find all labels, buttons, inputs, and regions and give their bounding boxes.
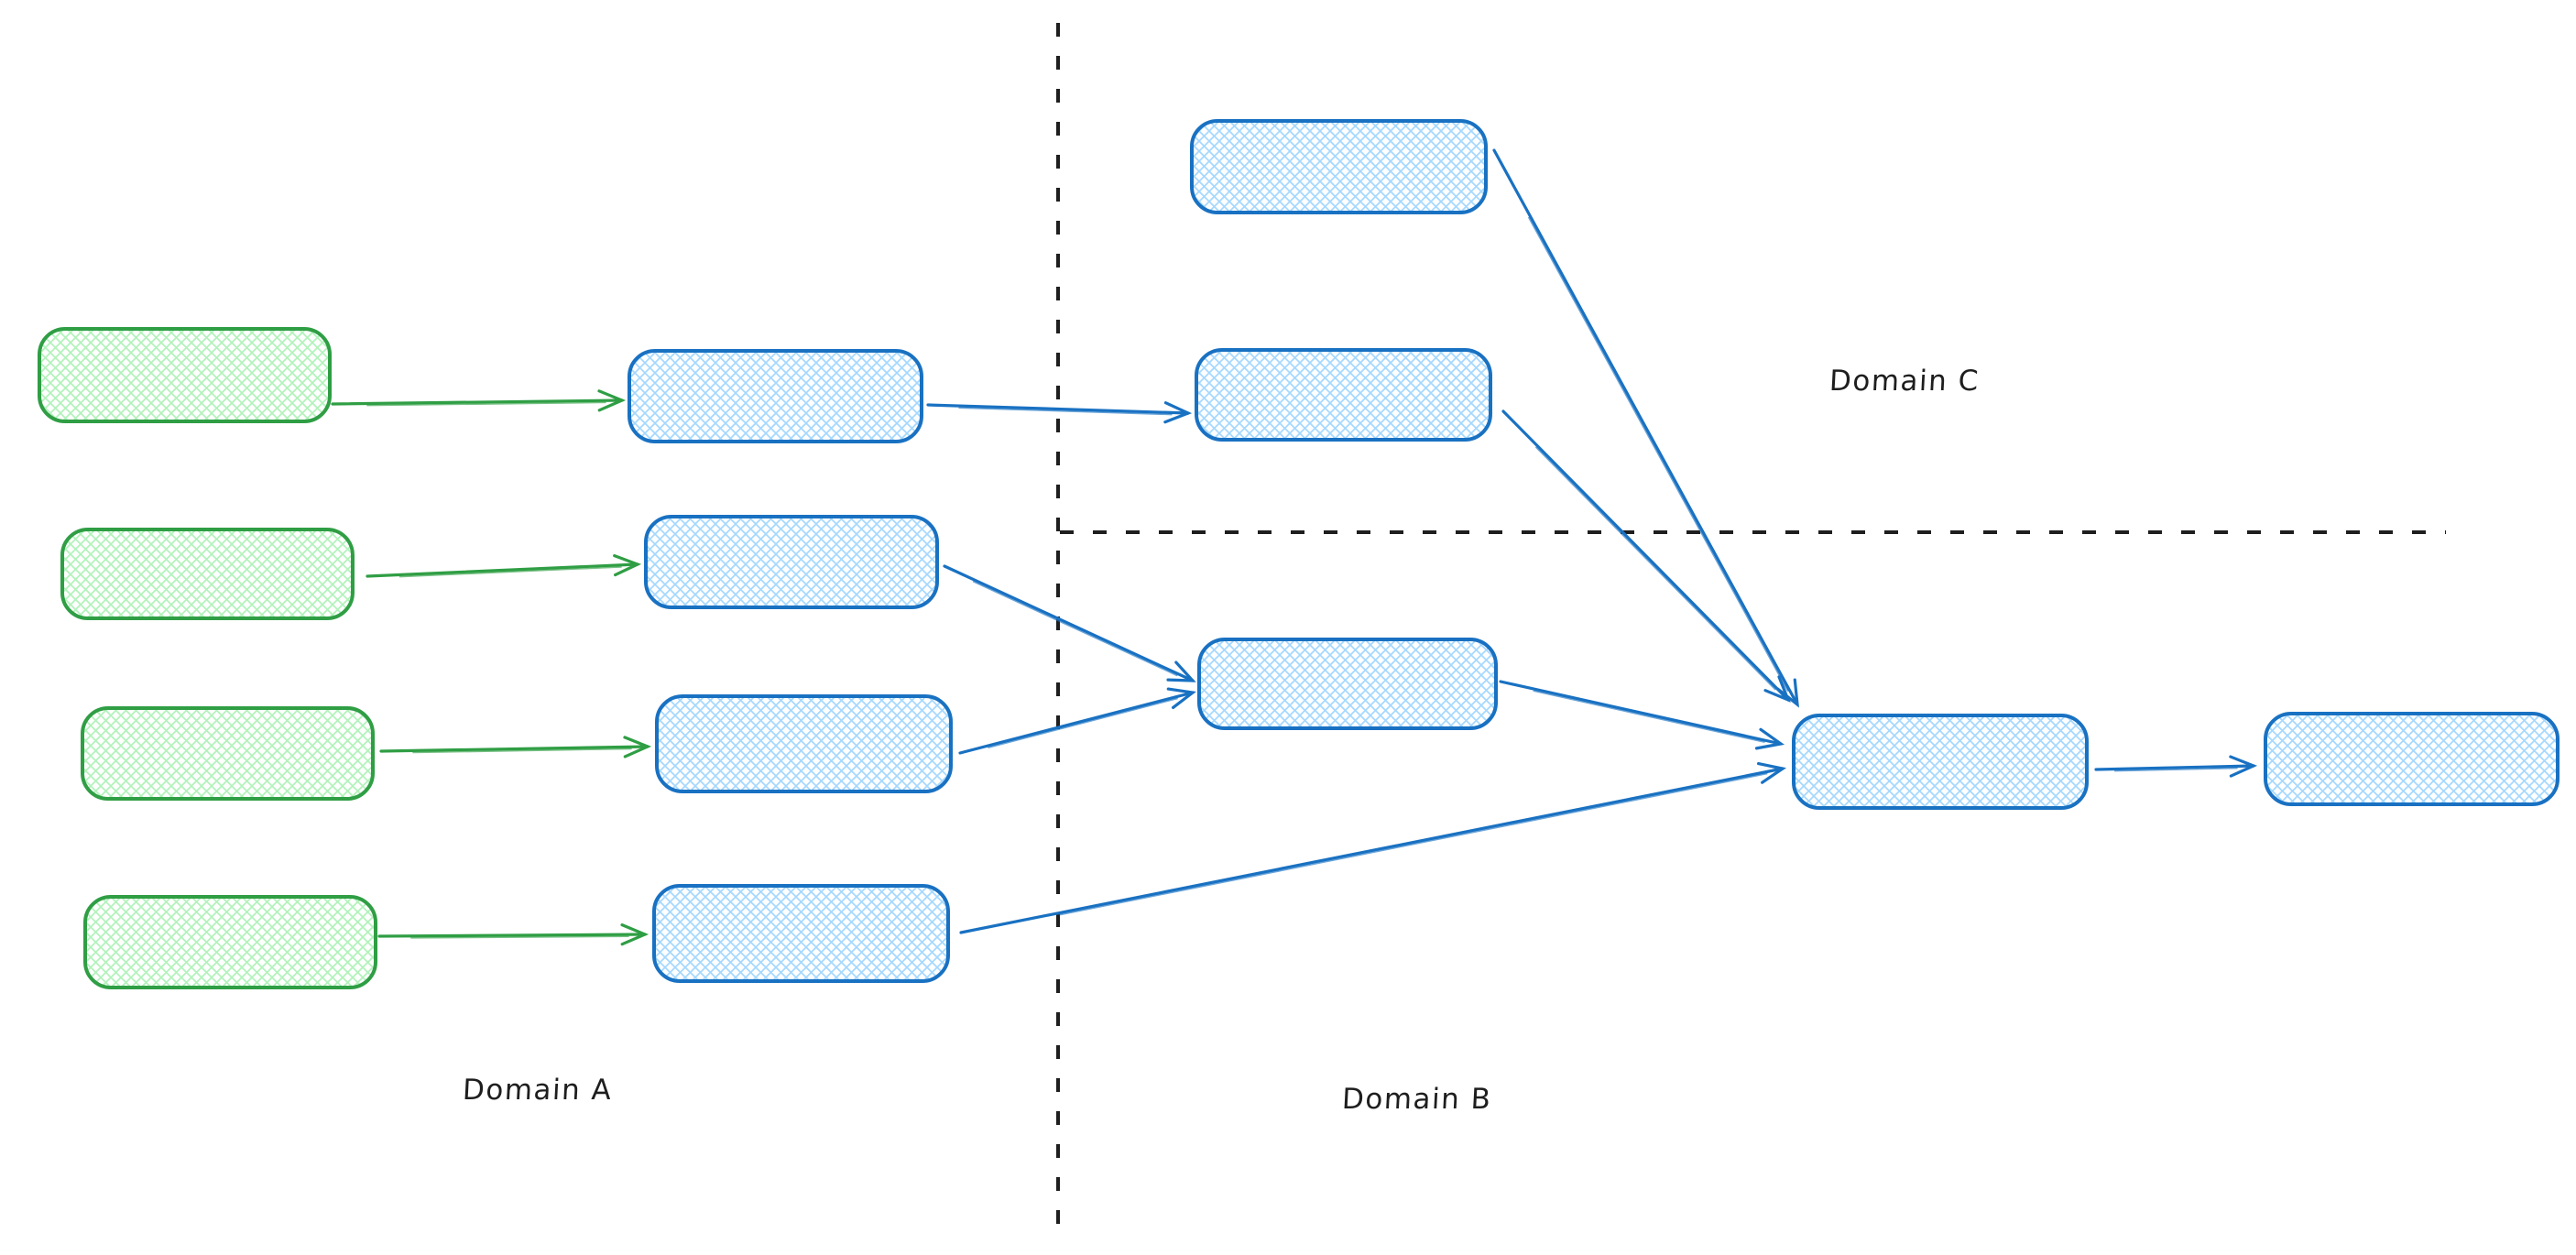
- node-a1[interactable]: [628, 349, 923, 443]
- domain-c-label[interactable]: Domain C: [1828, 365, 1981, 398]
- edge-c-top-to-b-hub[interactable]: [1492, 148, 1799, 708]
- node-c-mid[interactable]: [1195, 348, 1492, 442]
- edge-a4-to-b-hub[interactable]: [959, 761, 1787, 934]
- domain-b-label[interactable]: Domain B: [1341, 1083, 1493, 1116]
- edge-g1-to-a1[interactable]: [331, 389, 627, 412]
- node-a4[interactable]: [652, 884, 950, 983]
- node-g3[interactable]: [81, 706, 375, 801]
- node-g2[interactable]: [60, 528, 355, 620]
- node-b-mid[interactable]: [1197, 638, 1498, 730]
- node-b-hub[interactable]: [1792, 714, 2089, 810]
- edge-c-mid-to-b-hub[interactable]: [1501, 409, 1791, 703]
- node-g1[interactable]: [38, 327, 332, 423]
- edge-a2-to-b-mid[interactable]: [943, 564, 1196, 682]
- edge-g3-to-a3[interactable]: [379, 736, 652, 758]
- domain-a-label[interactable]: Domain A: [462, 1074, 614, 1107]
- edge-b-mid-to-b-hub[interactable]: [1499, 680, 1785, 750]
- edge-a3-to-b-mid[interactable]: [958, 687, 1196, 755]
- node-g4[interactable]: [83, 895, 377, 989]
- nodes-layer: [38, 119, 2560, 989]
- node-b-out[interactable]: [2264, 712, 2560, 806]
- edge-g4-to-a4[interactable]: [377, 923, 649, 946]
- node-a3[interactable]: [655, 694, 953, 793]
- edge-a1-to-c-mid[interactable]: [926, 401, 1193, 424]
- edge-b-hub-to-b-out[interactable]: [2094, 755, 2258, 778]
- edges-layer: [331, 148, 2258, 946]
- node-a2[interactable]: [644, 515, 939, 609]
- dividers-layer: [1056, 23, 2446, 1233]
- node-c-top[interactable]: [1190, 119, 1488, 214]
- edge-g2-to-a2[interactable]: [366, 553, 642, 578]
